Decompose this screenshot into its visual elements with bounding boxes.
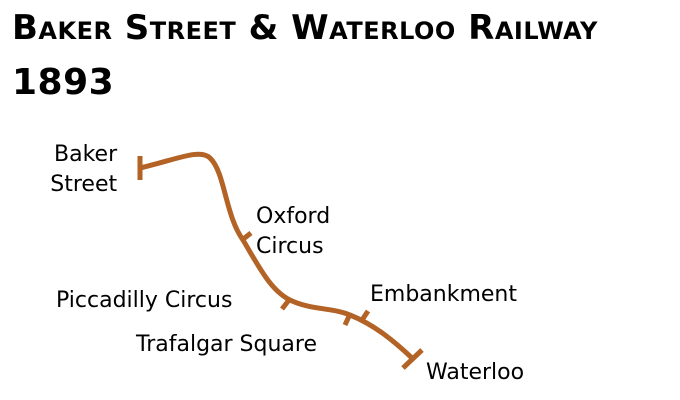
- map-year: 1893: [12, 62, 115, 103]
- station-embankment[interactable]: Embankment: [370, 282, 517, 307]
- station-label: Oxford: [256, 204, 331, 229]
- station-oxford-circus[interactable]: Oxford Circus: [256, 202, 330, 262]
- station-label: Baker: [54, 142, 118, 167]
- station-trafalgar-square[interactable]: Trafalgar Square: [136, 332, 318, 357]
- map-title: Baker Street & Waterloo Railway: [12, 8, 598, 48]
- station-label: Circus: [256, 234, 324, 259]
- station-piccadilly-circus[interactable]: Piccadilly Circus: [56, 288, 233, 313]
- station-label: Street: [50, 172, 118, 197]
- station-waterloo[interactable]: Waterloo: [426, 360, 525, 385]
- station-baker-street[interactable]: Baker Street: [50, 140, 118, 200]
